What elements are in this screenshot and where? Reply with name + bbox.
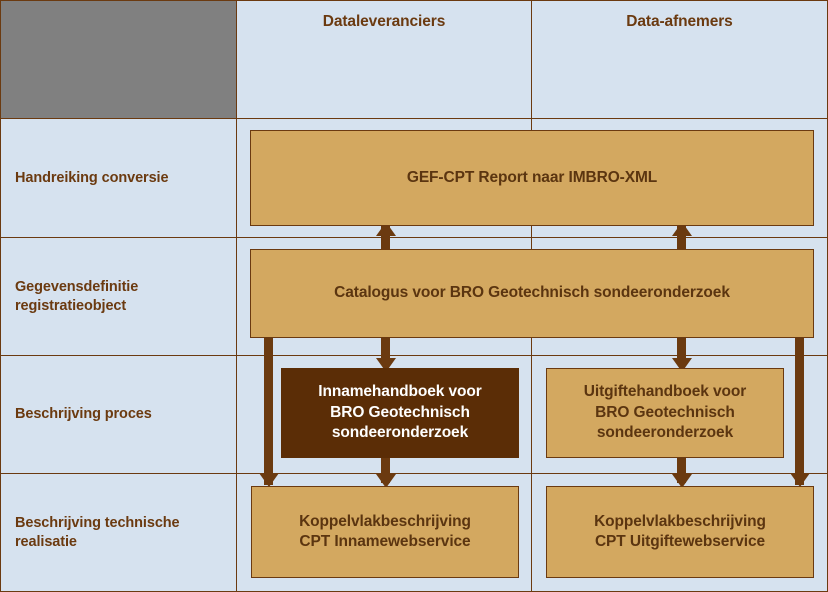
box-uitgiftehandboek-line-1: Uitgiftehandboek voor xyxy=(583,383,747,401)
connector-catalogus-to-koppelvlak-inname-line xyxy=(264,337,273,485)
box-uitgiftehandboek-line-3: sondeeronderzoek xyxy=(596,424,734,442)
box-catalogus[interactable]: Catalogus voor BRO Geotechnisch sondeero… xyxy=(250,249,814,338)
row-label-beschrijving-proces: Beschrijving proces xyxy=(0,355,237,474)
connector-innamehandboek-to-koppelvlak-inname-arrowhead xyxy=(376,474,396,488)
row-label-beschrijving-technische-realisatie: Beschrijving technische realisatie xyxy=(0,473,237,592)
connector-catalogus-to-koppelvlak-inname-arrowhead xyxy=(259,473,279,487)
box-koppelvlak-inname-line-1: Koppelvlakbeschrijving xyxy=(299,512,471,530)
box-innamehandboek-line-3: sondeeronderzoek xyxy=(331,424,469,442)
connector-catalogus-to-uitgiftehandboek-line xyxy=(677,337,686,365)
column-header-dataleveranciers: Dataleveranciers xyxy=(236,0,532,119)
box-innamehandboek-line-1: Innamehandboek voor xyxy=(318,383,482,401)
connector-uitgiftehandboek-to-koppelvlak-uitgifte-arrowhead xyxy=(672,474,692,488)
box-koppelvlak-uitgifte-line-2: CPT Uitgiftewebservice xyxy=(594,533,766,550)
box-uitgiftehandboek-line-2: BRO Geotechnisch xyxy=(595,403,735,421)
connector-catalogus-to-gefcpt-left-line xyxy=(381,224,390,256)
row-label-gegevensdefinitie-text: Gegevensdefinitie registratieobject xyxy=(15,278,139,314)
box-koppelvlak-inname-line-2: CPT Innamewebservice xyxy=(299,533,471,550)
box-catalogus-label: Catalogus voor BRO Geotechnisch sondeero… xyxy=(334,284,730,302)
box-koppelvlak-uitgifte[interactable]: Koppelvlakbeschrijving CPT Uitgiftewebse… xyxy=(546,486,814,578)
box-innamehandboek-line-2: BRO Geotechnisch xyxy=(330,403,470,421)
row-label-handreiking-conversie: Handreiking conversie xyxy=(0,118,237,238)
connector-catalogus-to-koppelvlak-uitgifte-arrowhead xyxy=(790,473,810,487)
column-header-data-afnemers: Data-afnemers xyxy=(531,0,828,119)
box-innamehandboek[interactable]: Innamehandboek voor BRO Geotechnisch son… xyxy=(281,368,519,458)
column-header-dataleveranciers-label: Dataleveranciers xyxy=(322,13,446,30)
connector-uitgiftehandboek-to-koppelvlak-uitgifte-line xyxy=(677,455,686,483)
connector-catalogus-to-koppelvlak-uitgifte-line xyxy=(795,337,804,485)
box-gef-cpt-report-label: GEF-CPT Report naar IMBRO-XML xyxy=(406,168,658,186)
connector-catalogus-to-gefcpt-right-line xyxy=(677,224,686,256)
box-uitgiftehandboek[interactable]: Uitgiftehandboek voor BRO Geotechnisch s… xyxy=(546,368,784,458)
row-label-beschrijving-technische-realisatie-text: Beschrijving technische realisatie xyxy=(15,514,180,550)
box-gef-cpt-report[interactable]: GEF-CPT Report naar IMBRO-XML xyxy=(250,130,814,226)
row-label-handreiking-conversie-text: Handreiking conversie xyxy=(15,169,169,186)
connector-innamehandboek-to-koppelvlak-inname-line xyxy=(381,455,390,483)
box-koppelvlak-inname[interactable]: Koppelvlakbeschrijving CPT Innamewebserv… xyxy=(251,486,519,578)
connector-catalogus-to-innamehandboek-line xyxy=(381,337,390,365)
row-label-beschrijving-proces-text: Beschrijving proces xyxy=(15,406,152,423)
grid-corner-cell xyxy=(0,0,237,119)
box-koppelvlak-uitgifte-line-1: Koppelvlakbeschrijving xyxy=(594,512,766,530)
column-header-data-afnemers-label: Data-afnemers xyxy=(626,13,733,30)
row-label-gegevensdefinitie-registratieobject: Gegevensdefinitie registratieobject xyxy=(0,237,237,356)
